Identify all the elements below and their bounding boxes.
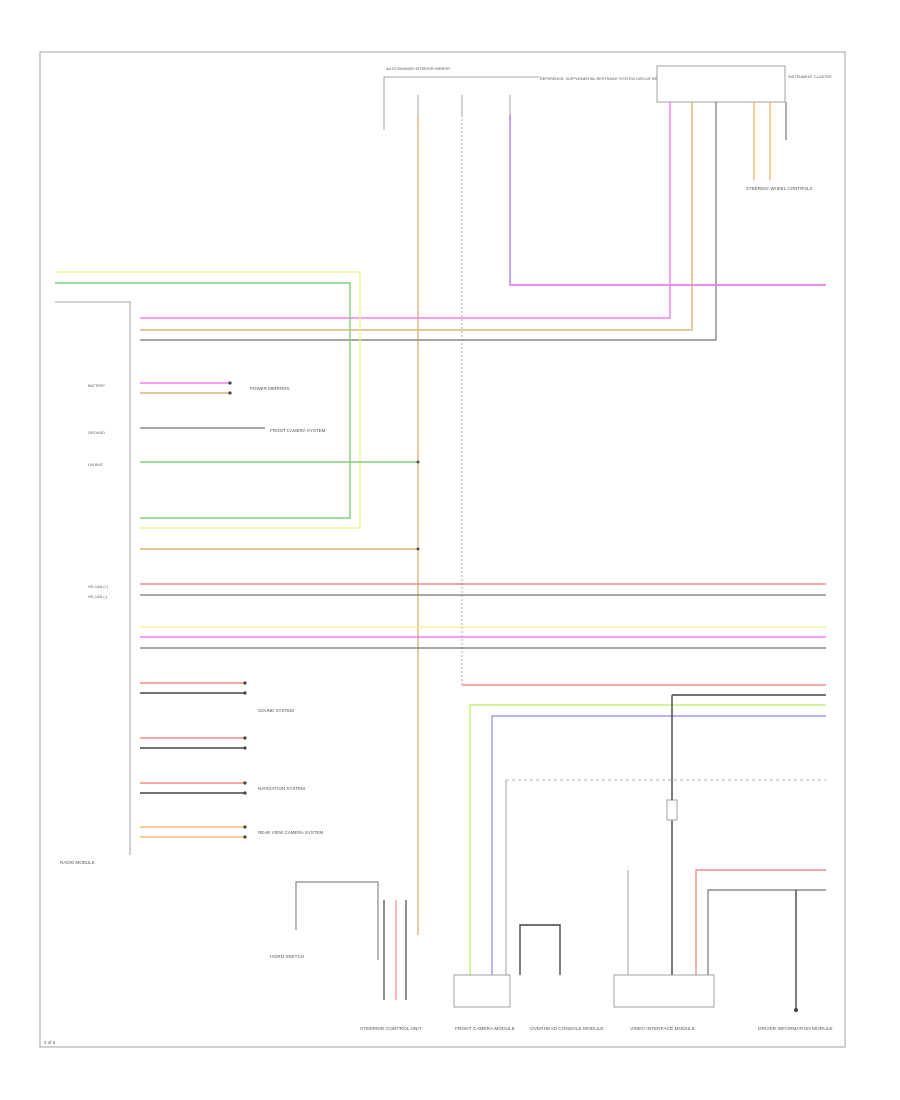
bottom-component-3: VIDEO INTERFACE MODULE xyxy=(630,1026,695,1032)
mirrors-label: POWER MIRRORS xyxy=(250,386,290,391)
sound-system-label: SOUND SYSTEM xyxy=(258,708,294,713)
top-note-label: REFERENCE: SUPPLEMENTAL RESTRAINT SYSTEM… xyxy=(540,77,671,81)
instrument-cluster-label: INSTRUMENT CLUSTER xyxy=(788,75,832,79)
module-pin-3: HS CAN (+) xyxy=(88,585,109,589)
module-label: RADIO MODULE xyxy=(60,860,95,865)
bottom-component-2: OVERHEAD CONSOLE MODULE xyxy=(530,1026,604,1032)
inline-resistor xyxy=(666,799,678,821)
instrument-cluster-box: INSTRUMENT CLUSTER xyxy=(656,65,832,103)
diagram-frame xyxy=(39,51,846,1048)
top-loops xyxy=(55,271,361,855)
top-connector: AUTO DIMMING INTERIOR MIRROR REFERENCE: … xyxy=(383,67,671,130)
front-camera-label: FRONT CAMERA SYSTEM xyxy=(270,428,326,433)
bottom-component-1: FRONT CAMERA MODULE xyxy=(455,1026,515,1032)
text-labels: POWER MIRRORS FRONT CAMERA SYSTEM SOUND … xyxy=(44,186,833,1045)
left-bottom-component: HORN SWITCH xyxy=(270,954,305,960)
top-connector-label: AUTO DIMMING INTERIOR MIRROR xyxy=(386,67,450,71)
bottom-component-4: DRIVER INFORMATION MODULE xyxy=(758,1026,833,1032)
page-ref: 2 of 8 xyxy=(44,1040,56,1045)
bottom-component-0: STEERING CONTROL UNIT xyxy=(360,1026,422,1032)
terminal-dots xyxy=(228,381,798,1012)
rear-view-label: REAR VIEW CAMERA SYSTEM xyxy=(258,830,324,835)
module-pin-1: GROUND xyxy=(88,431,105,435)
navigation-label: NAVIGATION SYSTEM xyxy=(258,786,305,791)
module-left-wires xyxy=(140,382,826,935)
module-pin-4: HS CAN (-) xyxy=(88,595,108,599)
bottom-left-wires xyxy=(295,881,407,1000)
module-pin-0: BATTERY xyxy=(88,384,106,388)
module-pin-2: LIN BUS xyxy=(88,463,103,467)
bottom-component-boxes xyxy=(453,974,715,1008)
top-vertical-wires xyxy=(140,102,826,685)
steering-label: STEERING WHEEL CONTROLS xyxy=(746,186,812,191)
right-lower-wires xyxy=(462,684,826,1010)
